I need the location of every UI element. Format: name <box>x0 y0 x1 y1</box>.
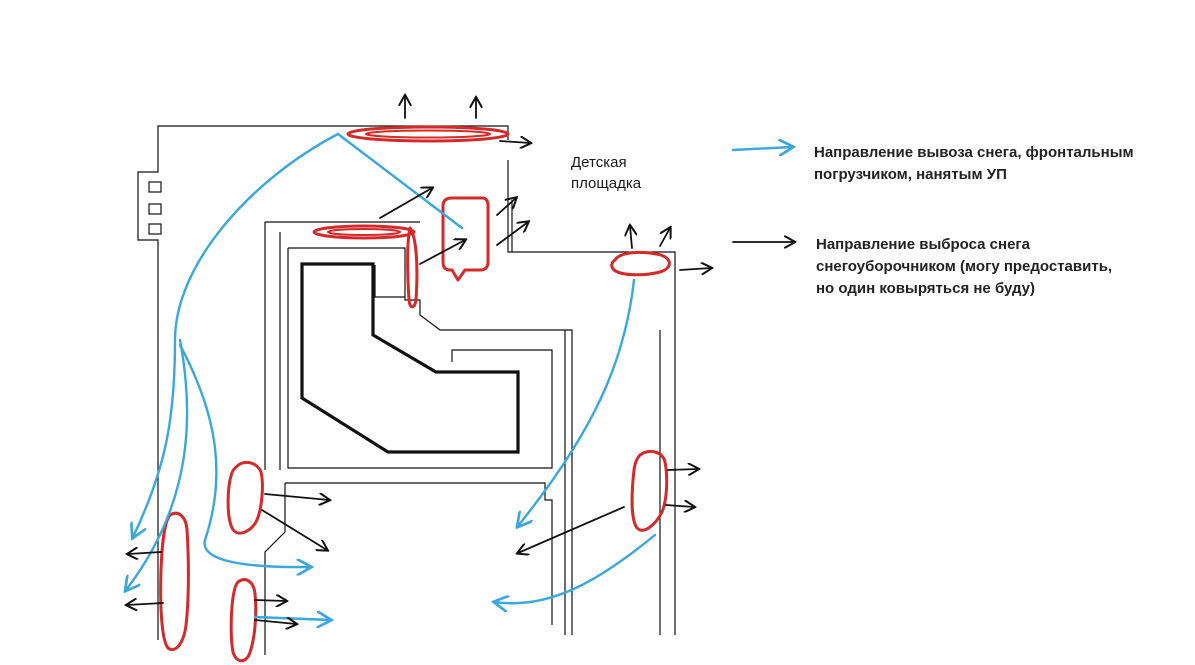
loader-arrow-to-lower-left <box>178 343 310 567</box>
snow-pile-left-lower <box>229 578 258 663</box>
playground-label: Детская площадка <box>571 154 642 192</box>
courtyard-ring-inner <box>287 248 553 469</box>
snow-pile-left-tall <box>159 511 190 651</box>
snow-pile-inner-road-2 <box>327 228 401 236</box>
legend-item-loader-label: Направление вывоза снега, фронтальным по… <box>814 144 1134 183</box>
window-1 <box>148 181 162 193</box>
snow-pile-right-entrance <box>610 250 671 277</box>
snow-pile-right-lower <box>630 450 669 532</box>
snow-pile-left-upper <box>226 460 264 535</box>
snow-piles <box>159 125 671 663</box>
snow-pile-inner-road <box>312 224 416 240</box>
snow-pile-top-inner <box>365 129 491 139</box>
legend-blue-swatch <box>731 147 792 150</box>
lower-road-left <box>264 483 286 655</box>
window-2 <box>148 203 162 215</box>
outer-boundary-left-top <box>137 125 509 640</box>
snow-pile-playground <box>441 196 490 282</box>
lower-road-left-2 <box>285 482 553 625</box>
blower-arrows <box>127 96 794 624</box>
loader-arrow-top-to-left <box>133 132 340 537</box>
courtyard-inner-line <box>374 265 405 298</box>
outer-boundary-top-right <box>507 160 676 635</box>
snow-pile-top <box>346 125 510 143</box>
site-outline <box>137 125 676 655</box>
courtyard-ring-outer <box>288 247 573 635</box>
building <box>300 262 520 454</box>
loader-arrow-right-lower <box>495 533 657 603</box>
loader-arrow-to-left-exit <box>126 338 189 590</box>
loader-arrow-right-entrance <box>518 278 636 526</box>
window-3 <box>148 223 162 235</box>
legend-item-blower-label: Направление выброса снега снегоуборочник… <box>816 236 1113 297</box>
loader-arrows <box>126 132 792 620</box>
snow-pile-inner-corner <box>406 226 419 309</box>
loader-arrow-top-branch <box>336 132 464 230</box>
loader-arrow-to-lower-left-2 <box>253 617 330 620</box>
